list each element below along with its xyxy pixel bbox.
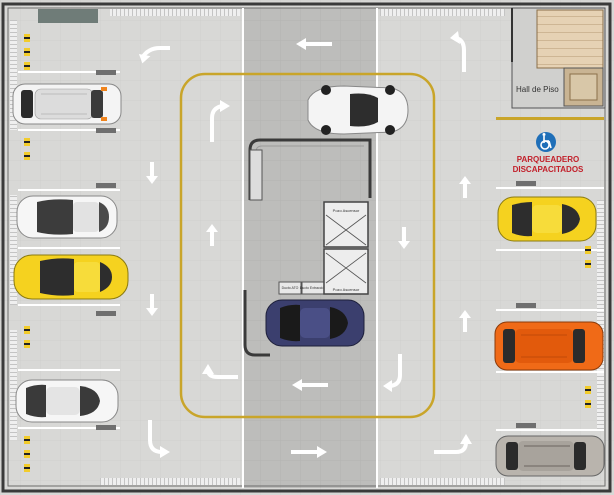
drain-grate-left-3	[10, 330, 17, 440]
elevator-label-2: Pozo Ascensor	[333, 287, 360, 292]
stairs	[536, 9, 604, 69]
hall-label: Hall de Piso	[516, 85, 559, 94]
circulation-track	[179, 72, 436, 419]
duct-box-1	[278, 281, 302, 295]
car-left-2	[16, 195, 118, 239]
car-right-2	[494, 321, 604, 371]
drain-grate-left-1	[10, 20, 17, 130]
drain-grate-top-right	[380, 9, 505, 16]
drain-grate-right	[597, 200, 604, 430]
hall-box-inner	[569, 73, 598, 101]
wheelchair-glyph	[540, 136, 552, 150]
drain-grate-bottom-left	[100, 478, 240, 485]
car-center-top	[307, 85, 409, 135]
car-left-3	[13, 254, 129, 300]
duct-label-1: Ducto ATO	[282, 286, 299, 290]
drain-grate-top-left	[110, 9, 240, 16]
car-center-bottom	[265, 299, 365, 347]
duct-label-2: Ducto Extracción	[300, 286, 327, 290]
wheel-stops-left	[96, 70, 116, 430]
car-left-4	[15, 379, 119, 423]
core-wall-bottom	[243, 290, 270, 357]
drain-grate-left-2	[10, 195, 17, 305]
core-column	[249, 149, 263, 201]
wheelchair-head	[542, 133, 546, 136]
elevator-label-1: Pozo Ascensor	[333, 208, 360, 213]
car-right-3	[495, 435, 605, 477]
car-right-1	[497, 196, 597, 242]
parking-lines-right	[496, 187, 604, 431]
direction-arrows	[138, 31, 472, 458]
elevator-shaft-2: Pozo Ascensor	[323, 248, 369, 295]
elevator-shaft-1: Pozo Ascensor	[323, 201, 369, 248]
disabled-spot-line	[496, 117, 604, 120]
car-left-1	[12, 83, 122, 125]
wheel-stops-right	[516, 181, 536, 428]
disabled-parking-label-1: PARQUEADERO	[517, 155, 580, 164]
inner-wall	[7, 7, 606, 487]
top-left-block	[38, 9, 98, 23]
disabled-parking-label-2: DISCAPACITADOS	[513, 165, 584, 174]
drain-grate-bottom-right	[380, 478, 505, 485]
